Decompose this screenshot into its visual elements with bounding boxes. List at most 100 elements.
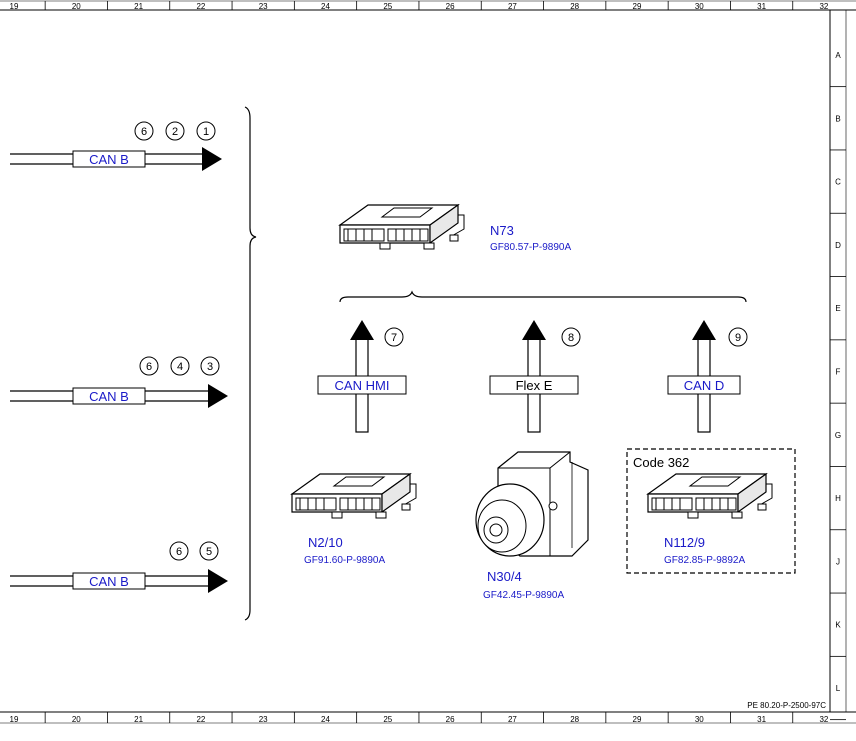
svg-text:6: 6 — [176, 546, 182, 558]
ruler-column-label: 20 — [72, 2, 81, 11]
ruler-column-label: 19 — [10, 715, 19, 724]
ruler-column-label: 30 — [695, 715, 704, 724]
ruler-column-label: 24 — [321, 715, 330, 724]
ruler-column-label: 25 — [383, 715, 392, 724]
ruler-column-label: 27 — [508, 2, 517, 11]
ruler-column-label: 22 — [196, 2, 205, 11]
ruler-row-label: F — [836, 368, 841, 377]
grouping-brace-vertical — [244, 106, 257, 621]
ruler-column-label: 25 — [383, 2, 392, 11]
ruler-column-label: 30 — [695, 2, 704, 11]
ruler-column-label: 27 — [508, 715, 517, 724]
ruler-row-label: G — [835, 431, 841, 440]
ref-circle: 6 — [134, 121, 154, 141]
ruler-row-label: H — [835, 494, 841, 503]
link-label[interactable]: CAN D — [684, 378, 724, 393]
module-n112-9[interactable]: N112/9 GF82.85-P-9892A — [647, 473, 773, 566]
bus-label[interactable]: CAN B — [89, 389, 129, 404]
ruler-top: 19 20 21 22 23 24 25 26 27 28 29 30 31 32 — [10, 1, 829, 11]
ref-circle: 7 — [384, 327, 404, 347]
bus-can-b-3: CAN B 6 5 — [10, 541, 228, 593]
ruler-column-label: 26 — [446, 2, 455, 11]
ruler-column-label: 31 — [757, 2, 766, 11]
svg-text:6: 6 — [146, 361, 152, 373]
svg-text:5: 5 — [206, 546, 212, 558]
ruler-row-label: J — [836, 557, 840, 566]
ruler-row-label: L — [836, 684, 841, 693]
arrow-up-icon — [522, 320, 546, 340]
ref-circle: 9 — [728, 327, 748, 347]
code-362-group: Code 362 N112/9 GF82.85-P-9892A — [626, 448, 796, 574]
svg-text:8: 8 — [568, 332, 574, 344]
module-name[interactable]: N73 — [490, 223, 514, 238]
bus-label[interactable]: CAN B — [89, 574, 129, 589]
camera-unit-icon — [475, 451, 589, 557]
ruler-column-label: 31 — [757, 715, 766, 724]
svg-text:2: 2 — [172, 126, 178, 138]
ruler-column-label: 32 — [819, 2, 828, 11]
link-label[interactable]: Flex E — [516, 378, 553, 393]
module-code[interactable]: GF91.60-P-9890A — [304, 555, 385, 566]
arrow-right-icon — [202, 147, 222, 171]
module-name[interactable]: N30/4 — [487, 569, 522, 584]
ref-circle: 5 — [199, 541, 219, 561]
svg-text:1: 1 — [203, 126, 209, 138]
ruler-row-label: C — [835, 178, 841, 187]
link-flex-e: Flex E 8 — [489, 320, 581, 433]
arrow-right-icon — [208, 569, 228, 593]
svg-text:4: 4 — [177, 361, 183, 373]
ruler-column-label: 20 — [72, 715, 81, 724]
ref-circle: 1 — [196, 121, 216, 141]
ruler-column-label: 23 — [259, 715, 268, 724]
link-can-hmi: CAN HMI 7 — [317, 320, 407, 433]
module-n30-4[interactable]: N30/4 GF42.45-P-9890A — [475, 451, 589, 601]
ruler-column-label: 22 — [196, 715, 205, 724]
ruler-column-label: 28 — [570, 715, 579, 724]
link-can-d: CAN D 9 — [667, 320, 748, 433]
ref-circle: 2 — [165, 121, 185, 141]
document-reference: PE 80.20-P-2500-97C — [747, 701, 826, 710]
ruler-column-label: 24 — [321, 2, 330, 11]
ref-circle: 4 — [170, 356, 190, 376]
ruler-column-label: 28 — [570, 2, 579, 11]
ruler-row-label: A — [835, 51, 841, 60]
ruler-column-label: 26 — [446, 715, 455, 724]
svg-text:6: 6 — [141, 126, 147, 138]
svg-text:7: 7 — [391, 332, 397, 344]
code-box-label: Code 362 — [633, 455, 689, 470]
bus-label[interactable]: CAN B — [89, 152, 129, 167]
arrow-up-icon — [692, 320, 716, 340]
arrow-right-icon — [208, 384, 228, 408]
ruler-column-label: 23 — [259, 2, 268, 11]
ruler-column-label: 21 — [134, 2, 143, 11]
ruler-row-label: K — [835, 621, 841, 630]
ruler-row-label: E — [835, 304, 840, 313]
ruler-column-label: 29 — [633, 2, 642, 11]
module-code[interactable]: GF80.57-P-9890A — [490, 242, 571, 253]
ruler-column-label: 21 — [134, 715, 143, 724]
module-n2-10[interactable]: N2/10 GF91.60-P-9890A — [291, 473, 417, 566]
arrow-up-icon — [350, 320, 374, 340]
module-n73[interactable]: N73 GF80.57-P-9890A — [339, 204, 571, 253]
ruler-column-label: 32 — [819, 715, 828, 724]
ref-circle: 3 — [200, 356, 220, 376]
ruler-row-label: D — [835, 241, 841, 250]
ruler-column-label: 19 — [10, 2, 19, 11]
bus-can-b-1: CAN B 6 2 1 — [10, 121, 222, 171]
grouping-brace-horizontal — [339, 290, 747, 303]
svg-text:9: 9 — [735, 332, 741, 344]
module-name[interactable]: N112/9 — [664, 535, 705, 550]
module-code[interactable]: GF42.45-P-9890A — [483, 590, 564, 601]
link-label[interactable]: CAN HMI — [335, 378, 390, 393]
ref-circle: 6 — [169, 541, 189, 561]
module-code[interactable]: GF82.85-P-9892A — [664, 555, 745, 566]
bus-can-b-2: CAN B 6 4 3 — [10, 356, 228, 408]
svg-text:3: 3 — [207, 361, 213, 373]
ref-circle: 8 — [561, 327, 581, 347]
ref-circle: 6 — [139, 356, 159, 376]
module-name[interactable]: N2/10 — [308, 535, 343, 550]
